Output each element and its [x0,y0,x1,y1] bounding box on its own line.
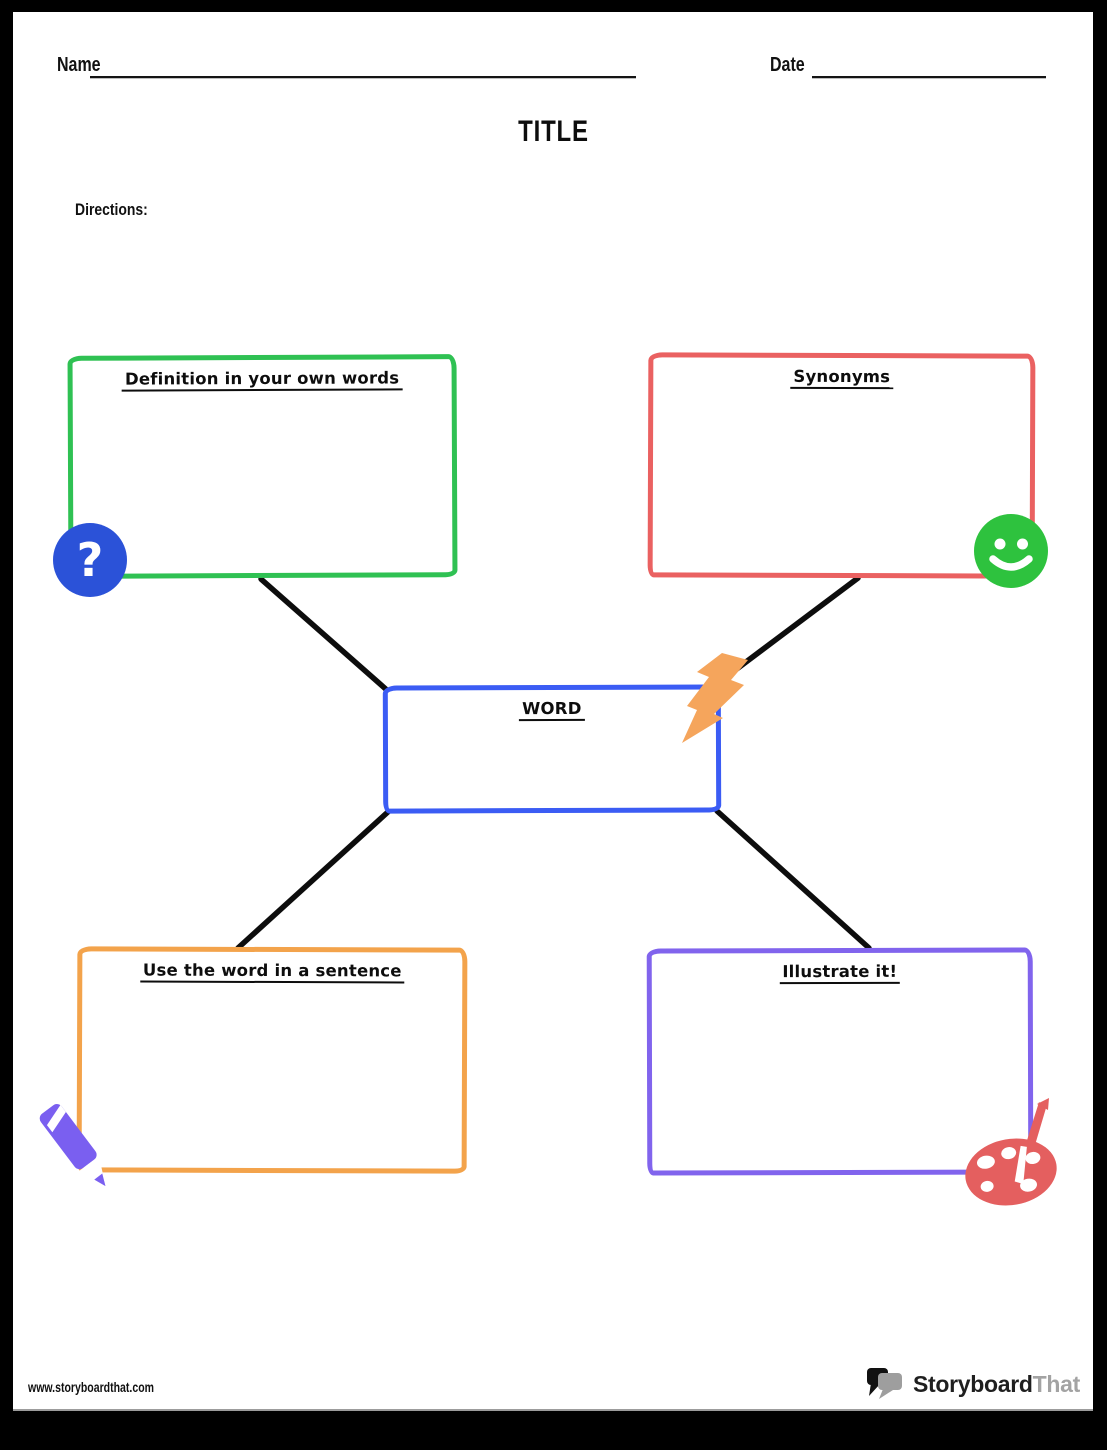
palette-icon [965,1098,1057,1206]
date-label: Date [770,54,805,76]
lightning-icon [682,653,748,743]
name-fill-line[interactable] [90,76,636,78]
definition-box[interactable]: Definition in your own words [67,354,458,579]
footer-website-url: www.storyboardthat.com [28,1380,154,1395]
sentence-box-title: Use the word in a sentence [139,960,405,984]
connector-line-definition [258,576,391,694]
smiley-icon [974,514,1048,588]
storyboardthat-logo: StoryboardThat [866,1366,1080,1402]
pencil-icon [39,1104,106,1187]
date-fill-line[interactable] [812,76,1046,78]
word-box[interactable]: WORD [382,684,722,814]
connector-line-sentence [235,808,392,951]
brand-text-primary: Storyboard [912,1370,1033,1397]
word-box-title: WORD [519,698,585,722]
speech-bubbles-icon [866,1368,902,1399]
page-title: TITLE [518,115,589,148]
question-icon: ? [53,523,127,597]
connector-line-illustrate [714,808,872,951]
name-label: Name [57,54,101,76]
sentence-box[interactable]: Use the word in a sentence [76,946,468,1174]
directions-label: Directions: [75,200,148,219]
brand-text: StoryboardThat [913,1371,1080,1398]
question-mark-glyph: ? [76,533,104,587]
synonyms-box-title: Synonyms [790,366,894,390]
brand-text-secondary: That [1032,1370,1081,1397]
illustrate-box-title: Illustrate it! [779,961,901,985]
definition-box-title: Definition in your own words [121,368,403,392]
